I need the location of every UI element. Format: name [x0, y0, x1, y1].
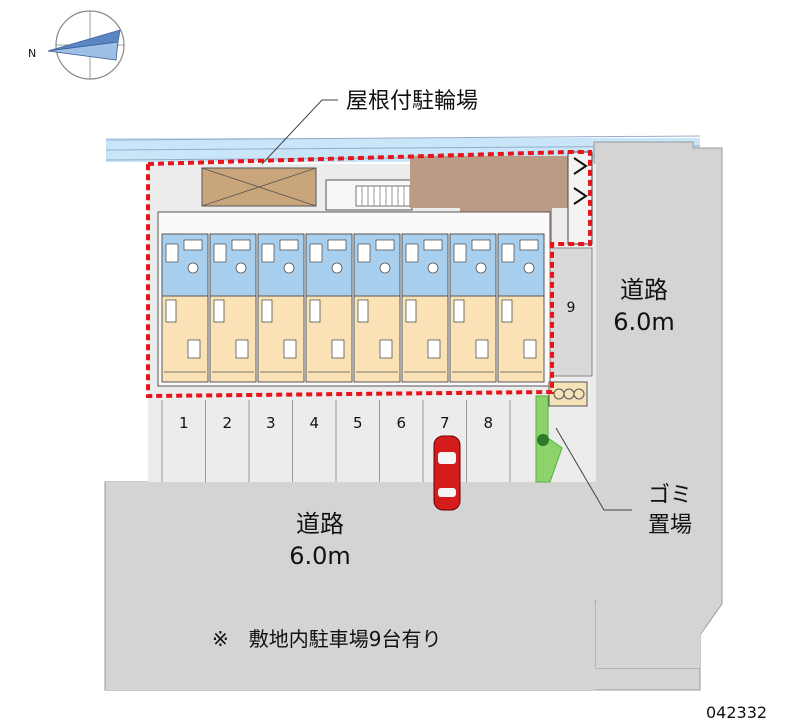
road-east-name: 道路 [620, 276, 668, 304]
tree-icon [537, 434, 549, 446]
garbage-label-2: 置場 [648, 513, 692, 538]
unit-7 [449, 233, 497, 383]
road-south-name: 道路 [296, 510, 344, 538]
road-east [579, 141, 723, 669]
road-east-width: 6.0m [613, 308, 675, 336]
footnote: ※ 敷地内駐車場9台有り [212, 627, 441, 651]
unit-1 [161, 233, 209, 383]
car-icon [433, 435, 461, 511]
bicycle-parking-roof [201, 167, 317, 207]
leader-bicycle [261, 99, 338, 165]
unit-3 [257, 233, 305, 383]
road-south-fill [105, 482, 595, 690]
parking-space-label: 1 [179, 414, 189, 432]
parking-space-9 [549, 247, 593, 377]
parking-space-label: 2 [222, 414, 232, 432]
unit-8 [497, 233, 545, 383]
parking-space-label: 5 [353, 414, 363, 432]
units-group [161, 233, 545, 383]
compass-north-label: N [28, 47, 36, 60]
bicycle-parking-label: 屋根付駐輪場 [346, 89, 478, 114]
parking-lot-south: 1 2 3 4 5 6 7 8 [161, 400, 511, 482]
garbage-area [548, 381, 588, 407]
unit-5 [353, 233, 401, 383]
parking-space-label: 6 [396, 414, 406, 432]
green-strip [535, 395, 563, 483]
parking-space-label: 7 [440, 414, 450, 432]
site-boundary [146, 150, 592, 399]
compass-icon [47, 10, 125, 80]
parking-space-9-label: 9 [567, 300, 576, 316]
unit-4 [305, 233, 353, 383]
leader-garbage [555, 427, 632, 511]
unit-2 [209, 233, 257, 383]
parking-space-label: 4 [309, 414, 319, 432]
parking-space-label: 8 [483, 414, 493, 432]
parking-space-label: 3 [266, 414, 276, 432]
unit-6 [401, 233, 449, 383]
road-south-width: 6.0m [289, 542, 351, 570]
paved-area [410, 156, 568, 208]
staircase [325, 179, 413, 211]
garbage-label-1: ゴミ [648, 483, 692, 508]
image-code: 042332 [706, 703, 767, 722]
